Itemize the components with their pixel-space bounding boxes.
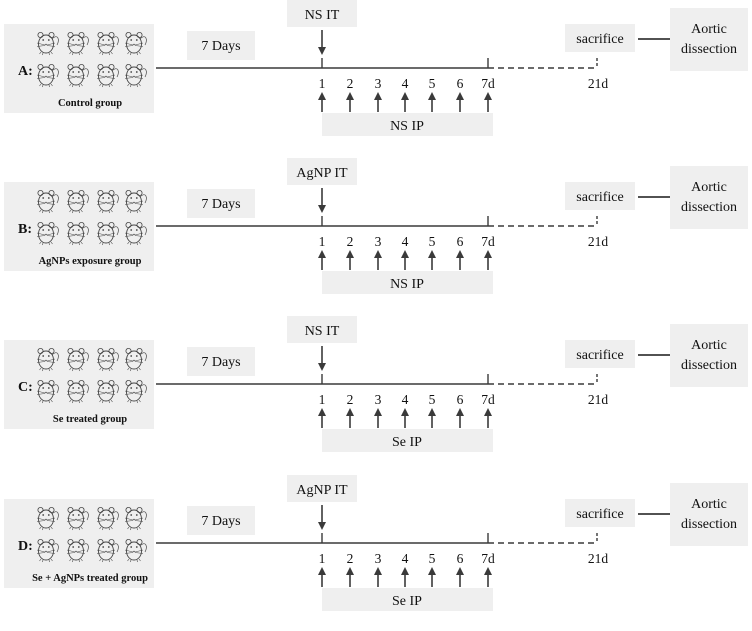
ip-label: Se IP (392, 594, 422, 609)
ip-box (322, 588, 493, 611)
outcome-label-line2: dissection (681, 200, 737, 215)
sacrifice-box (565, 340, 635, 368)
timepoint-label: 4 (402, 551, 409, 566)
outcome-box (670, 166, 748, 229)
panel-letter: D: (18, 539, 33, 554)
panel-b: B: AgNPs exposure group 7 Days AgNP IT NS IP… (4, 158, 748, 294)
timepoint-label: 1 (319, 76, 326, 91)
panel-a: A: Control group 7 Days NS IT NS IP 1 2 3 4 5 6 7d 2… (4, 0, 748, 136)
sacrifice-box (565, 182, 635, 210)
timepoint-label: 7d (481, 551, 495, 566)
ip-box (322, 113, 493, 136)
timepoint-label: 6 (457, 392, 464, 407)
group-label: Se + AgNPs treated group (32, 573, 148, 584)
sacrifice-label: sacrifice (576, 190, 623, 205)
ip-label: NS IP (390, 277, 424, 292)
panel-letter: C: (18, 380, 33, 395)
sacrifice-label: sacrifice (576, 348, 623, 363)
timepoint-label: 4 (402, 234, 409, 249)
ip-label: NS IP (390, 119, 424, 134)
it-label: AgNP IT (296, 483, 348, 498)
timepoint-label: 5 (429, 234, 436, 249)
outcome-label-line2: dissection (681, 42, 737, 57)
sacrifice-label: sacrifice (576, 32, 623, 47)
group-label: Se treated group (53, 414, 127, 425)
timepoint-label: 3 (375, 234, 382, 249)
ip-box (322, 429, 493, 452)
days-label: 7 Days (201, 39, 240, 54)
timepoint-label: 2 (347, 392, 354, 407)
end-day-label: 21d (588, 234, 609, 249)
timepoint-label: 7d (481, 234, 495, 249)
outcome-label-line2: dissection (681, 517, 737, 532)
timepoint-label: 5 (429, 392, 436, 407)
end-day-label: 21d (588, 551, 609, 566)
sacrifice-label: sacrifice (576, 507, 623, 522)
timepoint-label: 2 (347, 551, 354, 566)
timepoint-label: 4 (402, 392, 409, 407)
timepoint-label: 4 (402, 76, 409, 91)
days-box (187, 31, 255, 60)
it-label: NS IT (305, 8, 340, 23)
outcome-label-line1: Aortic (691, 338, 727, 353)
timepoint-label: 3 (375, 76, 382, 91)
panel-letter: B: (18, 222, 32, 237)
group-label: Control group (58, 98, 122, 109)
days-label: 7 Days (201, 355, 240, 370)
end-day-label: 21d (588, 392, 609, 407)
outcome-box (670, 483, 748, 546)
timepoint-label: 7d (481, 76, 495, 91)
outcome-box (670, 324, 748, 387)
timepoint-label: 5 (429, 76, 436, 91)
outcome-label-line2: dissection (681, 358, 737, 373)
timepoint-label: 1 (319, 392, 326, 407)
timepoint-label: 1 (319, 551, 326, 566)
it-box (287, 158, 357, 185)
timepoint-label: 2 (347, 76, 354, 91)
timepoint-label: 6 (457, 551, 464, 566)
ip-box (322, 271, 493, 294)
days-box (187, 189, 255, 218)
days-box (187, 506, 255, 535)
days-box (187, 347, 255, 376)
it-label: AgNP IT (296, 166, 348, 181)
it-box (287, 316, 357, 343)
outcome-box (670, 8, 748, 71)
outcome-label-line1: Aortic (691, 497, 727, 512)
timepoint-label: 6 (457, 234, 464, 249)
timepoint-label: 7d (481, 392, 495, 407)
end-day-label: 21d (588, 76, 609, 91)
timepoint-label: 3 (375, 551, 382, 566)
it-box (287, 0, 357, 27)
timepoint-label: 2 (347, 234, 354, 249)
sacrifice-box (565, 499, 635, 527)
timepoint-label: 1 (319, 234, 326, 249)
it-label: NS IT (305, 324, 340, 339)
days-label: 7 Days (201, 197, 240, 212)
panel-d: D: Se + AgNPs treated group 7 Days AgNP IT S… (4, 475, 748, 611)
outcome-label-line1: Aortic (691, 180, 727, 195)
outcome-label-line1: Aortic (691, 22, 727, 37)
ip-label: Se IP (392, 435, 422, 450)
it-box (287, 475, 357, 502)
timepoint-label: 6 (457, 76, 464, 91)
sacrifice-box (565, 24, 635, 52)
days-label: 7 Days (201, 514, 240, 529)
group-label: AgNPs exposure group (39, 256, 142, 267)
timepoint-label: 3 (375, 392, 382, 407)
panel-letter: A: (18, 64, 33, 79)
timepoint-label: 5 (429, 551, 436, 566)
panel-c: C: Se treated group 7 Days NS IT Se IP 1 2 3 4 5 6… (4, 316, 748, 452)
